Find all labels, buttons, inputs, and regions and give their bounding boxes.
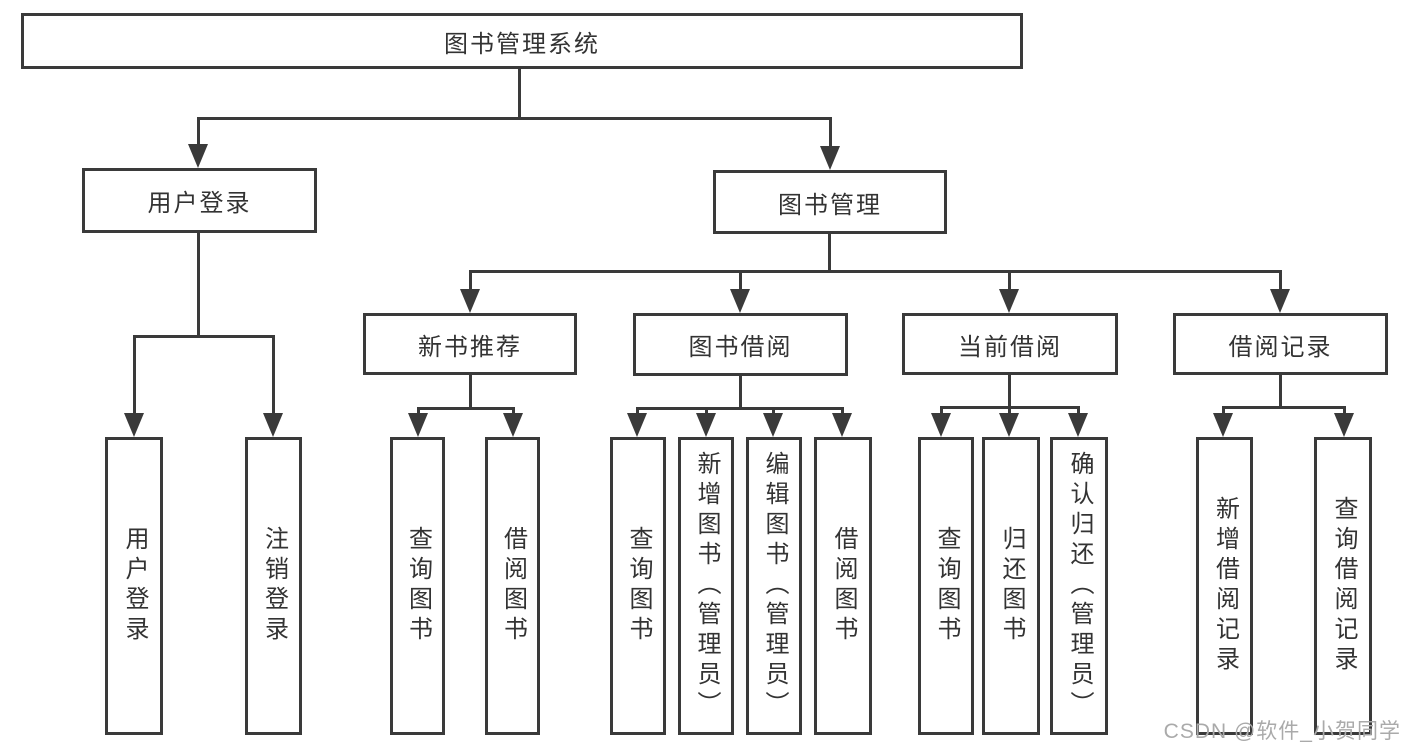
node-new-book-recommendation: 新书推荐 [363, 313, 577, 375]
connector-line [1008, 375, 1011, 406]
node-label: 图书管理系统 [444, 30, 600, 58]
connector-arrowhead [408, 413, 428, 437]
node-label: 新书推荐 [418, 333, 522, 361]
leaf-label: 确认归还（管理员） [1066, 451, 1093, 721]
leaf-query-borrow-record: 查询借阅记录 [1314, 437, 1372, 735]
leaf-add-book-admin: 新增图书（管理员） [678, 437, 734, 735]
connector-arrowhead [124, 413, 144, 437]
leaf-borrow-books-1: 借阅图书 [485, 437, 540, 735]
leaf-label: 编辑图书（管理员） [761, 451, 788, 721]
leaf-label: 新增图书（管理员） [693, 451, 720, 721]
connector-arrowhead [820, 146, 840, 170]
connector-line [739, 270, 742, 293]
leaf-edit-book-admin: 编辑图书（管理员） [746, 437, 802, 735]
leaf-query-books-1: 查询图书 [390, 437, 445, 735]
connector-arrowhead [1213, 413, 1233, 437]
connector-arrowhead [763, 413, 783, 437]
connector-line [940, 406, 943, 419]
connector-line [1222, 406, 1346, 409]
connector-arrowhead [696, 413, 716, 437]
node-label: 当前借阅 [958, 333, 1062, 361]
connector-line [133, 335, 275, 338]
connector-line [1008, 406, 1011, 419]
leaf-query-books-2: 查询图书 [610, 437, 666, 735]
connector-line [197, 117, 200, 155]
leaf-label: 查询图书 [625, 526, 652, 646]
leaf-query-books-3: 查询图书 [918, 437, 974, 735]
leaf-label: 查询图书 [404, 526, 432, 646]
connector-line [197, 117, 832, 120]
leaf-logout: 注销登录 [245, 437, 302, 735]
connector-line [739, 376, 742, 407]
leaf-label: 归还图书 [998, 526, 1025, 646]
leaf-label: 注销登录 [260, 526, 288, 646]
leaf-label: 借阅图书 [830, 526, 857, 646]
connector-line [1279, 270, 1282, 293]
node-book-management: 图书管理 [713, 170, 947, 234]
connector-arrowhead [999, 413, 1019, 437]
connector-arrowhead [263, 413, 283, 437]
connector-line [829, 117, 832, 157]
connector-line [197, 233, 200, 335]
leaf-add-borrow-record: 新增借阅记录 [1196, 437, 1253, 735]
connector-line [133, 335, 136, 415]
connector-line [417, 407, 515, 410]
connector-line [1008, 270, 1011, 293]
connector-arrowhead [1334, 413, 1354, 437]
node-label: 借阅记录 [1228, 333, 1333, 361]
leaf-label: 借阅图书 [499, 526, 527, 646]
connector-arrowhead [1270, 289, 1290, 313]
node-book-borrowing: 图书借阅 [633, 313, 848, 376]
connector-line [469, 270, 472, 293]
leaf-label: 查询借阅记录 [1330, 496, 1357, 676]
connector-arrowhead [730, 289, 750, 313]
connector-line [1222, 406, 1225, 419]
connector-arrowhead [188, 144, 208, 168]
node-library-management-system: 图书管理系统 [21, 13, 1023, 69]
leaf-label: 查询图书 [933, 526, 960, 646]
connector-line [828, 234, 831, 271]
leaf-label: 用户登录 [121, 526, 148, 646]
connector-line [1077, 406, 1080, 419]
connector-line [1343, 406, 1346, 419]
connector-arrowhead [1068, 413, 1088, 437]
connector-arrowhead [503, 413, 523, 437]
leaf-confirm-return-admin: 确认归还（管理员） [1050, 437, 1108, 735]
connector-line [636, 407, 844, 410]
connector-arrowhead [460, 289, 480, 313]
leaf-label: 新增借阅记录 [1211, 496, 1239, 676]
node-label: 图书借阅 [688, 334, 793, 361]
connector-arrowhead [627, 413, 647, 437]
connector-arrowhead [999, 289, 1019, 313]
leaf-user-login: 用户登录 [105, 437, 163, 735]
node-user-login: 用户登录 [82, 168, 317, 233]
connector-line [272, 335, 275, 415]
connector-arrowhead [832, 413, 852, 437]
node-label: 图书管理 [778, 191, 882, 219]
leaf-return-book: 归还图书 [982, 437, 1040, 735]
connector-line [518, 68, 521, 118]
csdn-watermark: CSDN @软件_小贺同学 [1163, 720, 1401, 743]
connector-line [1279, 375, 1282, 406]
node-current-borrowing: 当前借阅 [902, 313, 1118, 375]
connector-line [469, 375, 472, 407]
node-borrowing-records: 借阅记录 [1173, 313, 1388, 375]
leaf-borrow-books-2: 借阅图书 [814, 437, 872, 735]
node-label: 用户登录 [147, 190, 252, 217]
connector-line [469, 270, 1282, 273]
connector-arrowhead [931, 413, 951, 437]
